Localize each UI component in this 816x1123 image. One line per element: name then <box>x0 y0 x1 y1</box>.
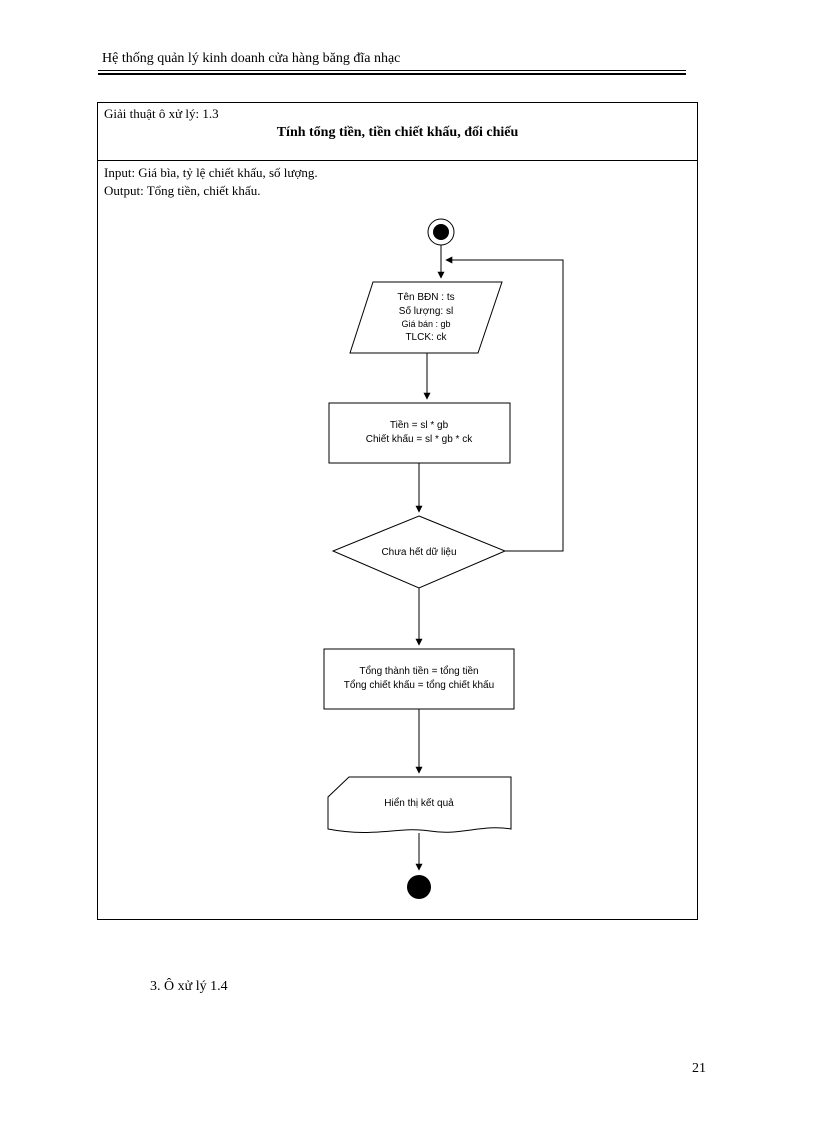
algorithm-input: Input: Giá bìa, tỷ lệ chiết khấu, số lượ… <box>104 165 318 180</box>
compute-line-discount: Chiết khấu = sl * gb * ck <box>366 433 473 445</box>
input-line-quantity: Số lượng: sl <box>399 305 453 317</box>
header-rule <box>98 70 686 71</box>
algorithm-header: Giải thuật ô xử lý: 1.3 Tính tổng tiền, … <box>98 103 697 161</box>
totals-block: Tổng thành tiền = tổng tiền Tổng chiết k… <box>323 648 515 710</box>
section-heading: 3. Ô xử lý 1.4 <box>150 979 228 994</box>
start-node <box>427 218 455 246</box>
decision-label: Chưa hết dữ liệu <box>381 546 456 558</box>
loop-back-connector <box>445 256 564 552</box>
document-header-title: Hệ thống quản lý kinh doanh cửa hàng băn… <box>102 51 401 66</box>
compute-line-amount: Tiền = sl * gb <box>390 419 449 431</box>
display-label: Hiển thị kết quả <box>384 797 454 809</box>
algorithm-box: Giải thuật ô xử lý: 1.3 Tính tổng tiền, … <box>97 102 698 920</box>
algorithm-output: Output: Tổng tiền, chiết khấu. <box>104 183 261 198</box>
input-line-name: Tên BĐN : ts <box>397 292 454 303</box>
totals-line-discount: Tổng chiết khấu = tổng chiết khấu <box>344 679 494 691</box>
input-line-price: Giá bán : gb <box>401 319 450 329</box>
input-block: Tên BĐN : ts Số lượng: sl Giá bán : gb T… <box>349 281 503 354</box>
display-block: Hiển thị kết quả <box>327 776 512 833</box>
algorithm-title: Tính tổng tiền, tiền chiết khấu, đối chi… <box>276 125 519 140</box>
totals-line-amount: Tổng thành tiền = tổng tiền <box>359 665 478 677</box>
decision-node: Chưa hết dữ liệu <box>331 515 507 589</box>
compute-block: Tiền = sl * gb Chiết khấu = sl * gb * ck <box>328 402 511 464</box>
algorithm-label: Giải thuật ô xử lý: 1.3 <box>104 106 219 121</box>
page-number: 21 <box>692 1061 706 1076</box>
end-node <box>407 875 431 899</box>
header-rule-thick <box>98 73 686 75</box>
input-line-discount-rate: TLCK: ck <box>405 332 447 343</box>
